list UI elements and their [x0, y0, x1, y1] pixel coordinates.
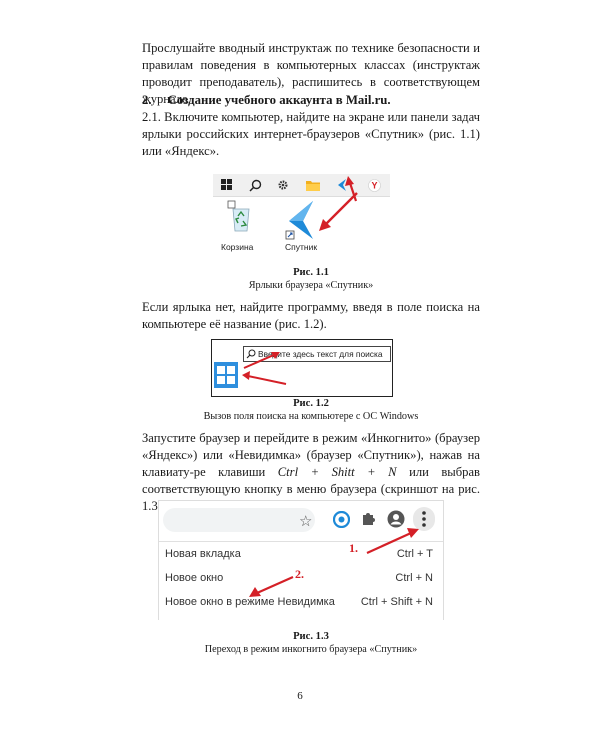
browser-toolbar: ☆	[159, 501, 443, 539]
menu-item-label: Новое окно в режиме Невидимка	[165, 596, 335, 608]
menu-item-new-tab[interactable]: Новая вкладка Ctrl + T	[165, 544, 439, 564]
sputnik-desktop-label[interactable]: Спутник	[285, 242, 318, 252]
recycle-bin-label[interactable]: Корзина	[221, 242, 254, 252]
menu-item-label: Новая вкладка	[165, 548, 241, 560]
figure-1-2-text: Вызов поля поиска на компьютере с ОС Win…	[203, 411, 419, 422]
figure-1-1: Y Корзина Спутни	[213, 174, 390, 262]
windows-search-box[interactable]: Введите здесь текст для поиска	[243, 346, 391, 362]
red-arrow-icon	[242, 352, 287, 385]
red-arrow-icon	[319, 192, 358, 231]
red-arrow-up-icon	[345, 176, 358, 202]
section-heading: 2. Создание учебного аккаунта в Mail.ru.	[142, 92, 480, 109]
sputnik-desktop-icon[interactable]	[283, 199, 323, 241]
browser-menu: Новая вкладка Ctrl + T Новое окно Ctrl +…	[159, 541, 443, 620]
menu-kebab-icon[interactable]	[413, 507, 435, 531]
yandex-icon[interactable]: Y	[366, 177, 382, 193]
figure-1-3-text: Переход в режим инкогнито браузера «Спут…	[204, 644, 418, 655]
figure-1-2: Введите здесь текст для поиска	[211, 339, 393, 397]
no-shortcut-paragraph: Если ярлыка нет, найдите программу, введ…	[142, 299, 480, 333]
svg-text:Y: Y	[371, 180, 377, 190]
search-icon	[246, 349, 256, 359]
folder-icon[interactable]	[305, 177, 321, 193]
windows-start-icon[interactable]	[214, 362, 238, 388]
figure-1-1-label: Рис. 1.1	[293, 267, 329, 278]
profile-icon[interactable]	[387, 510, 405, 533]
section-number: 2.	[142, 93, 152, 107]
menu-item-shortcut: Ctrl + N	[395, 572, 433, 584]
figure-1-3-caption: Рис. 1.3 Переход в режим инкогнито брауз…	[142, 630, 480, 656]
intro-paragraph: Прослушайте вводный инструктаж по техник…	[142, 40, 480, 108]
search-placeholder: Введите здесь текст для поиска	[258, 349, 383, 359]
red-arrows-icon	[249, 528, 419, 597]
gear-icon[interactable]	[275, 177, 291, 193]
figure-1-2-label: Рис. 1.2	[293, 398, 329, 409]
taskbar: Y	[213, 174, 390, 197]
desktop-area: Корзина Спутник	[213, 176, 390, 262]
no-shortcut-text: Если ярлыка нет, найдите программу, введ…	[142, 300, 480, 331]
section-title: Создание учебного аккаунта в Mail.ru.	[167, 93, 391, 107]
windows-icon[interactable]	[219, 177, 235, 193]
star-icon[interactable]: ☆	[299, 512, 313, 530]
figure-1-1-caption: Рис. 1.1 Ярлыки браузера «Спутник»	[142, 266, 480, 292]
menu-item-shortcut: Ctrl + Shift + N	[360, 596, 433, 608]
launch-keys: Ctrl + Shitt + N	[277, 465, 397, 479]
puzzle-icon[interactable]	[361, 511, 376, 531]
figure-1-2-caption: Рис. 1.2 Вызов поля поиска на компьютере…	[142, 397, 480, 423]
intro-text: Прослушайте вводный инструктаж по техник…	[142, 41, 480, 106]
menu-item-label: Новое окно	[165, 572, 224, 584]
annotation-2: 2.	[295, 567, 304, 581]
sputnik-icon[interactable]	[334, 177, 350, 193]
step-2-1-text: 2.1. Включите компьютер, найдите на экра…	[142, 110, 480, 158]
menu-item-new-incognito-window[interactable]: Новое окно в режиме Невидимка Ctrl + Shi…	[165, 592, 439, 612]
figure-1-3-label: Рис. 1.3	[293, 631, 329, 642]
menu-item-new-window[interactable]: Новое окно Ctrl + N	[165, 568, 439, 588]
figure-1-3: ☆ Новая вкладка Ctrl + T Новое окно Ctrl…	[158, 500, 444, 620]
extension-icon[interactable]	[332, 510, 351, 533]
launch-text-1: Запустите браузер и перейдите в режим «И…	[142, 431, 480, 479]
search-icon[interactable]	[247, 177, 263, 193]
step-2-1-paragraph: 2.1. Включите компьютер, найдите на экра…	[142, 109, 480, 160]
address-bar[interactable]	[163, 508, 315, 532]
menu-item-shortcut: Ctrl + T	[396, 548, 433, 560]
figure-1-1-text: Ярлыки браузера «Спутник»	[248, 280, 374, 291]
annotation-1: 1.	[349, 541, 358, 555]
recycle-bin-icon[interactable]	[227, 199, 255, 233]
page-number: 6	[297, 690, 303, 702]
